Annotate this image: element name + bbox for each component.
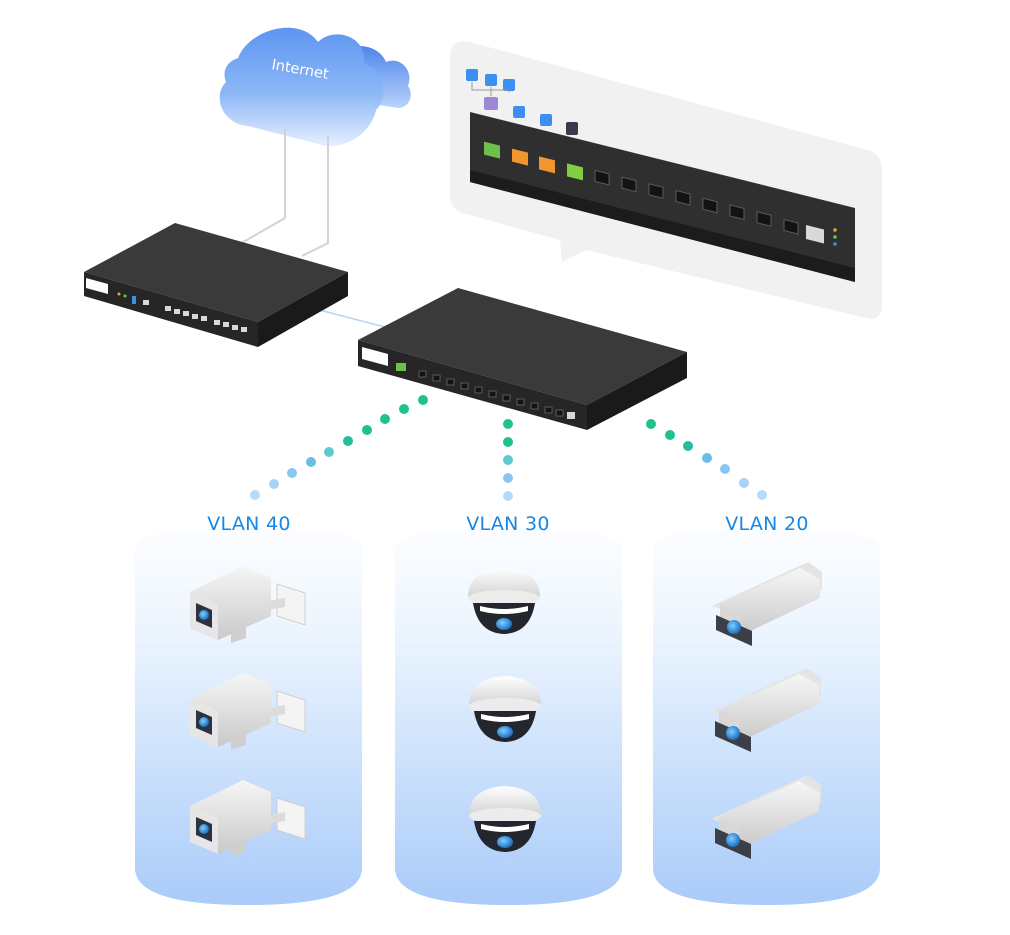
sfp-port-4: [567, 163, 583, 181]
sfp-port-1: [484, 141, 500, 159]
sfp-port-group: [594, 169, 799, 235]
vlan-label-40: VLAN 40: [207, 513, 291, 535]
router-icon: [84, 223, 348, 347]
status-led-group: [833, 228, 837, 246]
sfp-port-3: [539, 156, 555, 174]
vlan-label-30: VLAN 30: [466, 513, 550, 535]
switch-legend-icon: [484, 97, 498, 110]
vlan-label-20: VLAN 20: [725, 513, 809, 535]
storage-legend-icon: [566, 122, 578, 135]
cloud-icon: [219, 27, 411, 147]
dome-camera-icon: [468, 568, 540, 634]
link-vlan-40: [250, 395, 428, 500]
sfp-port-2: [512, 148, 528, 166]
box-camera-icon: [190, 566, 306, 643]
port-detail-panel: [450, 41, 882, 319]
switch-icon: [358, 288, 687, 430]
camera-legend-icons: [466, 69, 578, 135]
link-vlan-30: [503, 419, 513, 501]
internet-uplink-lines: [237, 128, 329, 257]
bullet-camera-icon: [712, 562, 822, 646]
link-vlan-20: [646, 419, 767, 500]
rj45-port-icon: [806, 224, 824, 244]
